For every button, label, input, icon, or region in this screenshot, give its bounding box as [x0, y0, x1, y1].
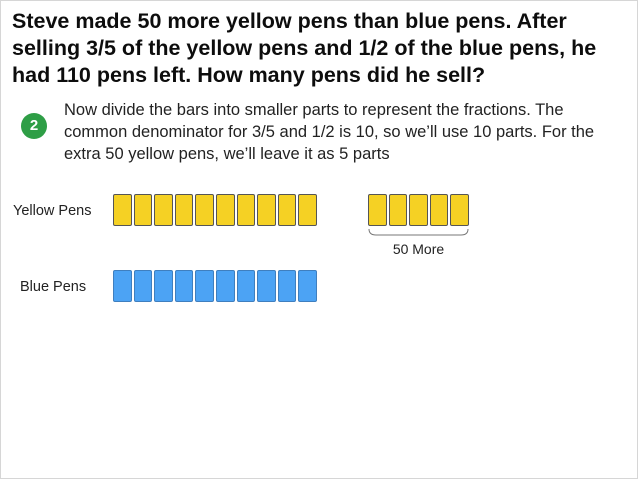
blue-bar-part [215, 270, 235, 302]
extra-yellow-bar-part [368, 194, 387, 226]
blue-bar-part [277, 270, 297, 302]
extra-yellow-bar [368, 194, 469, 226]
yellow-bar-part [133, 194, 153, 226]
problem-statement: Steve made 50 more yellow pens than blue… [12, 9, 597, 87]
yellow-bar-part [113, 194, 132, 226]
blue-bar-part [195, 270, 214, 302]
blue-pens-bar [113, 270, 317, 302]
blue-bar-part [174, 270, 194, 302]
blue-bar-part [298, 270, 317, 302]
yellow-bar-part [154, 194, 173, 226]
yellow-bar-part [236, 194, 256, 226]
extra-yellow-bar-part [388, 194, 408, 226]
yellow-bar-part [298, 194, 317, 226]
step-number-badge: 2 [21, 113, 47, 139]
extra-yellow-bar-part [429, 194, 449, 226]
blue-pens-label: Blue Pens [20, 279, 87, 295]
extra-amount-label: 50 More [392, 241, 445, 257]
yellow-bar-part [277, 194, 297, 226]
extra-bracket [368, 229, 469, 236]
yellow-bar-part [215, 194, 235, 226]
yellow-bar-part [195, 194, 214, 226]
yellow-bar-part [174, 194, 194, 226]
step-explanation: Now divide the bars into smaller parts t… [64, 101, 595, 163]
yellow-pens-bar [113, 194, 317, 226]
blue-bar-part [154, 270, 173, 302]
extra-yellow-bar-part [409, 194, 428, 226]
extra-yellow-bar-part [450, 194, 469, 226]
yellow-pens-label: Yellow Pens [13, 203, 92, 219]
blue-bar-part [257, 270, 276, 302]
blue-bar-part [133, 270, 153, 302]
blue-bar-part [113, 270, 132, 302]
blue-bar-part [236, 270, 256, 302]
yellow-bar-part [257, 194, 276, 226]
